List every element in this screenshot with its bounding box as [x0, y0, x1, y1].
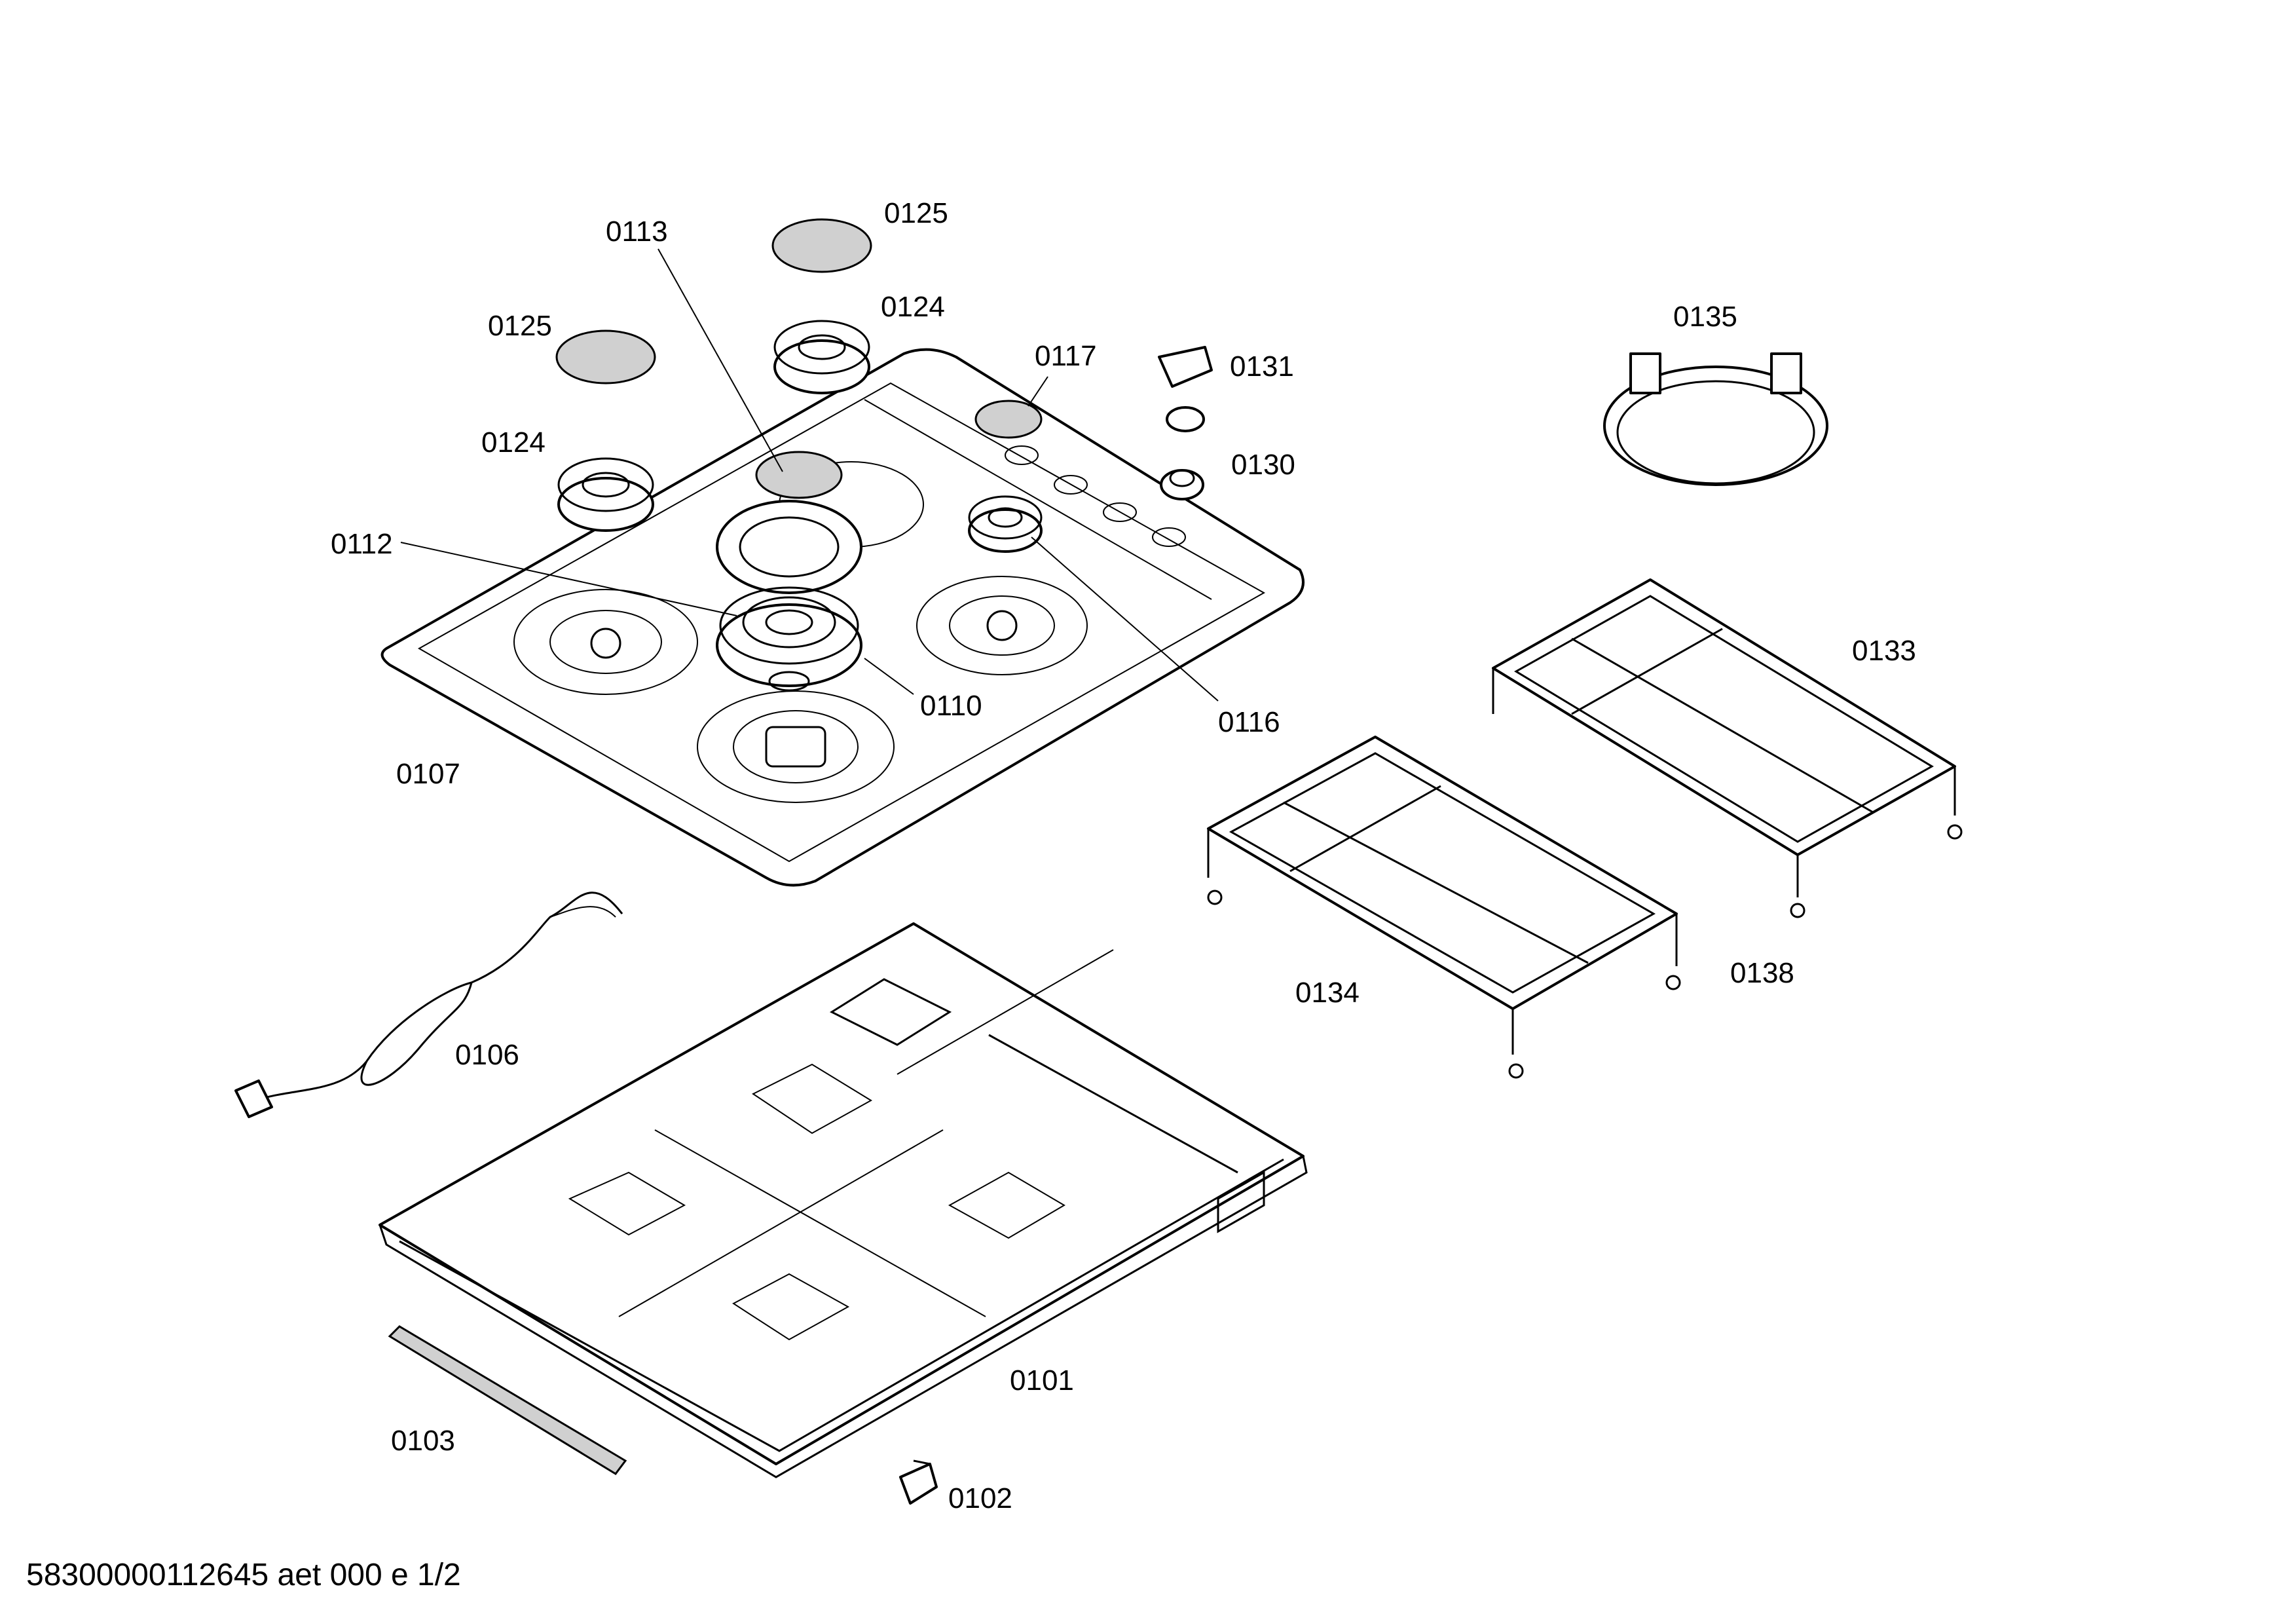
label-0110: 0110: [920, 690, 982, 722]
burner-crown-auxiliary: [968, 495, 1043, 553]
label-0113: 0113: [606, 216, 668, 248]
label-0117: 0117: [1035, 340, 1097, 372]
label-0130: 0130: [1231, 449, 1295, 481]
control-knob: [1158, 346, 1213, 432]
label-0125-left: 0125: [488, 310, 552, 342]
burner-crown-top: [773, 320, 870, 394]
label-0116: 0116: [1218, 706, 1280, 738]
label-0134: 0134: [1295, 977, 1360, 1009]
label-0138: 0138: [1730, 957, 1794, 989]
fixing-clip: [899, 1459, 938, 1505]
part-labels: 0125 0113 0124 0125 0117 0131 0124 0130 …: [331, 197, 1916, 1514]
document-footer-code: 58300000112645 aet 000 e 1/2: [26, 1558, 461, 1592]
label-0112: 0112: [331, 528, 393, 560]
burner-cap-medium: [755, 451, 843, 499]
wok-ring-support: [1603, 352, 1828, 486]
label-0124-top: 0124: [881, 291, 945, 323]
burner-cap-small-top: [771, 218, 872, 273]
burner-crown-left: [557, 457, 654, 532]
wok-burner-body: [716, 586, 862, 692]
seal-strip: [388, 1325, 627, 1475]
label-0106: 0106: [455, 1039, 519, 1071]
knob-spindle: [1160, 469, 1204, 500]
label-0131: 0131: [1230, 350, 1294, 383]
burner-cap-auxiliary: [974, 400, 1043, 439]
pan-support-right: [1492, 578, 1963, 918]
label-0102: 0102: [948, 1482, 1012, 1514]
wok-burner-ring: [716, 500, 862, 594]
label-0133: 0133: [1852, 635, 1916, 667]
leader-lines: [400, 248, 1219, 702]
burner-cap-small-left: [555, 329, 656, 385]
label-0125-top: 0125: [884, 197, 948, 229]
label-0135: 0135: [1673, 301, 1737, 333]
cooktop-base-tray: [379, 922, 1308, 1478]
label-0101: 0101: [1010, 1364, 1074, 1397]
pan-support-left: [1207, 736, 1681, 1079]
power-cable: [234, 891, 623, 1118]
label-0124-left: 0124: [481, 426, 546, 459]
label-0107: 0107: [396, 758, 460, 790]
label-0103: 0103: [391, 1425, 455, 1457]
